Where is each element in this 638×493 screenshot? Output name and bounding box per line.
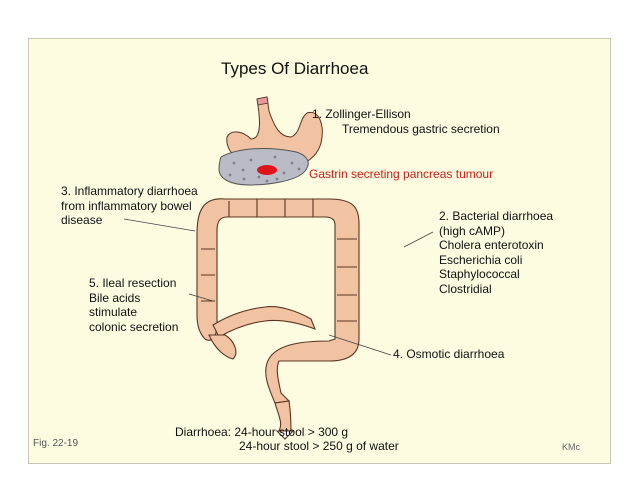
label-inflammatory: 3. Inflammatory diarrhoea from inflammat… (61, 184, 198, 228)
figure-label: Fig. 22-19 (33, 438, 79, 449)
bacterial-line-4: Escherichia coli (439, 252, 523, 267)
ileal-line-3: stimulate (89, 305, 138, 319)
bacterial-line-2: (high cAMP) (439, 223, 506, 238)
inflammatory-line-1: 3. Inflammatory diarrhoea (61, 184, 198, 198)
pancreas (218, 148, 309, 186)
zollinger-heading: 1. Zollinger-Ellison (312, 107, 411, 121)
footer-line-1: Diarrhoea: 24-hour stool > 300 g (175, 425, 349, 439)
ileal-line-1: 5. Ileal resection (89, 276, 177, 290)
ileal-line-2: Bile acids (89, 290, 141, 305)
rectum (274, 400, 295, 440)
label-bacterial: 2. Bacterial diarrhoea (high cAMP) Chole… (439, 209, 553, 296)
slide: Types Of Diarrhoea 1. Zollinger-Ellison … (28, 38, 611, 464)
bacterial-line-1: 2. Bacterial diarrhoea (439, 209, 554, 223)
bacterial-line-3: Cholera enterotoxin (439, 238, 544, 252)
footer-line-2: 24-hour stool > 250 g of water (239, 439, 399, 453)
label-ileal-resection: 5. Ileal resection Bile acids stimulate … (89, 276, 178, 334)
inflammatory-line-2: from inflammatory bowel (61, 198, 192, 213)
pointer-lines (123, 218, 434, 356)
label-osmotic: 4. Osmotic diarrhoea (393, 347, 505, 361)
label-zollinger-ellison: 1. Zollinger-Ellison Tremendous gastric … (312, 107, 500, 136)
bacterial-line-5: Staphylococcal (439, 267, 520, 281)
label-gastrin-tumour: Gastrin secreting pancreas tumour (309, 167, 494, 181)
colon (196, 198, 360, 404)
inflammatory-line-3: disease (61, 213, 103, 227)
credit: KMc (562, 442, 580, 452)
diagram-title: Types Of Diarrhoea (221, 59, 369, 78)
bacterial-line-6: Clostridial (439, 281, 492, 296)
ileal-line-4: colonic secretion (89, 319, 179, 334)
anatomy-illustration (123, 96, 434, 440)
zollinger-detail: Tremendous gastric secretion (342, 121, 500, 136)
footer-criteria: Diarrhoea: 24-hour stool > 300 g 24-hour… (175, 425, 399, 453)
tumour (257, 165, 277, 175)
